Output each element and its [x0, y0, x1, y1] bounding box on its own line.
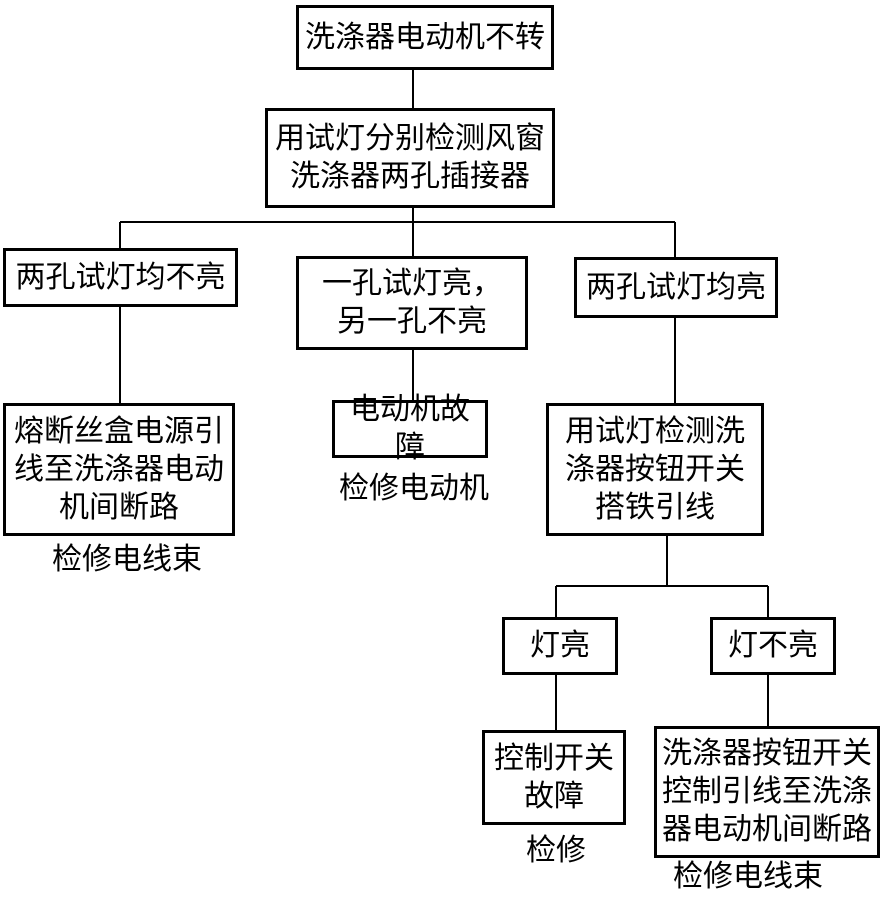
node-fuse-line-break: 熔断丝盒电源引 线至洗涤器电动 机间断路: [3, 403, 235, 536]
node-one-hole-on-label: 一孔试灯亮， 另一孔不亮: [322, 266, 502, 339]
node-switch-wire-break: 洗涤器按钮开关 控制引线至洗涤 器电动机间断路: [654, 726, 880, 858]
node-test-switch-ground-label: 用试灯检测洗 涤器按钮开关 搭铁引线: [565, 413, 745, 525]
note-repair-motor: 检修电动机: [339, 471, 489, 506]
node-motor-fault-label: 电动机故障: [350, 392, 470, 465]
node-both-holes-off: 两孔试灯均不亮: [3, 248, 238, 307]
node-control-switch-fault-label: 控制开关 故障: [494, 740, 614, 814]
node-motor-not-running: 洗涤器电动机不转: [296, 5, 554, 70]
node-one-hole-on: 一孔试灯亮， 另一孔不亮: [296, 256, 528, 350]
node-lamp-on: 灯亮: [502, 617, 618, 675]
node-control-switch-fault: 控制开关 故障: [482, 730, 626, 825]
node-switch-wire-break-label: 洗涤器按钮开关 控制引线至洗涤 器电动机间断路: [662, 736, 872, 847]
node-lamp-off-label: 灯不亮: [728, 628, 818, 663]
note-repair-harness-left: 检修电线束: [52, 542, 202, 577]
node-check-connector: 用试灯分别检测风窗 洗涤器两孔插接器: [265, 108, 555, 208]
node-motor-fault: 电动机故障: [332, 392, 488, 465]
node-both-holes-off-label: 两孔试灯均不亮: [15, 259, 226, 295]
node-both-holes-on: 两孔试灯均亮: [574, 257, 778, 318]
node-motor-not-running-label: 洗涤器电动机不转: [305, 19, 545, 55]
note-repair-harness-right: 检修电线束: [673, 859, 823, 894]
node-test-switch-ground: 用试灯检测洗 涤器按钮开关 搭铁引线: [546, 403, 764, 536]
node-lamp-on-label: 灯亮: [530, 628, 590, 663]
node-check-connector-label: 用试灯分别检测风窗 洗涤器两孔插接器: [275, 121, 545, 194]
note-repair: 检修: [526, 833, 586, 868]
node-both-holes-on-label: 两孔试灯均亮: [586, 269, 766, 305]
node-lamp-off: 灯不亮: [710, 617, 836, 675]
node-fuse-line-break-label: 熔断丝盒电源引 线至洗涤器电动 机间断路: [14, 413, 224, 525]
